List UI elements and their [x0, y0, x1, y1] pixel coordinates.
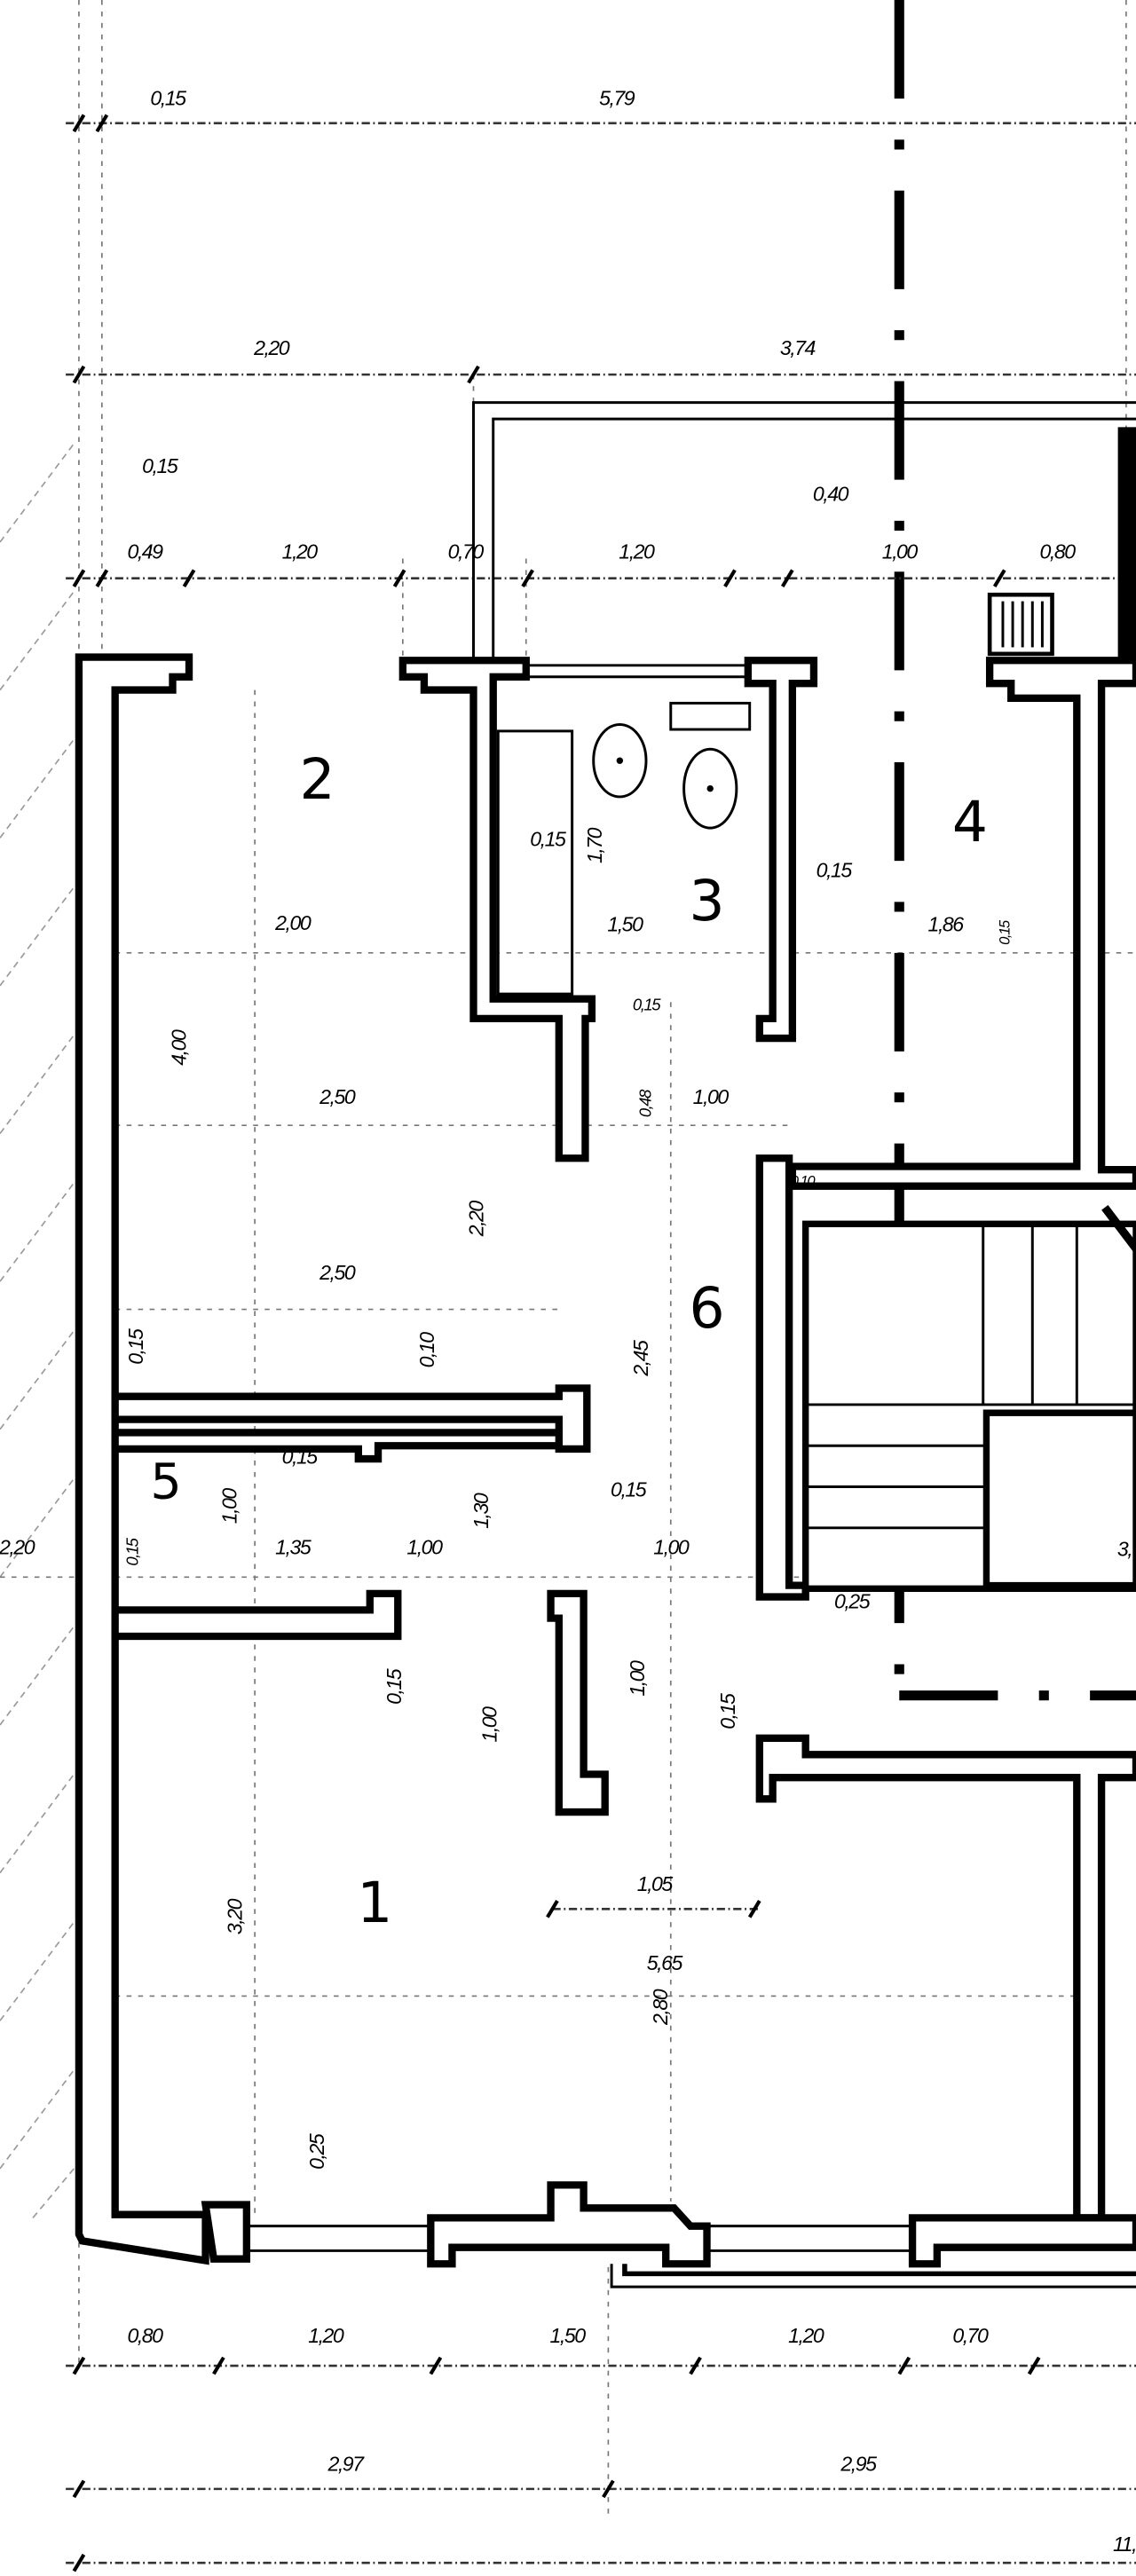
toilet-icon — [682, 747, 738, 830]
dim-label: 1,00 — [218, 1488, 241, 1524]
wall-room5-top — [111, 1429, 563, 1463]
balcony — [472, 401, 1136, 2288]
bathroom-fixtures — [496, 701, 752, 996]
dim-label: 1,00 — [882, 540, 919, 563]
dim-label: 2,80 — [649, 1989, 672, 2026]
dim-label: 2,20 — [0, 1535, 36, 1558]
dim-label: 3,20 — [223, 1898, 246, 1934]
dimension-lines — [66, 114, 1136, 2572]
dim-label: 0,15 — [142, 454, 178, 477]
wall-left-outer — [75, 653, 209, 2265]
room-label-4: 4 — [952, 790, 988, 855]
wall-corridor-partition — [547, 1589, 609, 1816]
vent-grille — [987, 427, 1136, 658]
site-hatching — [0, 443, 75, 2218]
dim-label: 0,15 — [996, 919, 1013, 945]
dim-label: 0,48 — [636, 1089, 655, 1117]
dim-label: 1,00 — [406, 1535, 443, 1558]
dim-label: 1,00 — [693, 1085, 730, 1108]
dim-label: 0,15 — [383, 1668, 406, 1705]
room-label-3: 3 — [689, 869, 724, 934]
dim-label: 0,10 — [415, 1332, 438, 1368]
dim-label: 3,74 — [780, 336, 816, 359]
top-dimension-labels: 0,15 5,79 2,20 3,74 0,15 0,40 0,49 1,20 … — [127, 86, 1077, 563]
dim-label: 2,95 — [840, 2453, 877, 2476]
dim-label: 0,15 — [816, 859, 853, 882]
wall-room5-bottom — [111, 1589, 402, 1641]
bottom-dimension-labels: 0,80 1,20 1,50 1,20 0,70 2,97 2,95 11, — [127, 2324, 1136, 2556]
wall-room3-room4 — [744, 657, 818, 1043]
dim-label: 2,50 — [319, 1261, 356, 1284]
dim-label: 2,00 — [274, 911, 312, 934]
wall-room4-outer — [788, 657, 1136, 1190]
dim-label: 1,86 — [928, 913, 965, 936]
dim-label: 1,35 — [275, 1535, 312, 1558]
wall-room2-bottom — [111, 1384, 591, 1453]
dim-label: 0,15 — [123, 1537, 142, 1565]
dim-label: 1,05 — [637, 1872, 674, 1895]
walls — [75, 653, 1136, 2268]
dim-label: 0,25 — [305, 2133, 328, 2170]
dim-label: 5,65 — [647, 1951, 683, 1974]
dim-label: 2,20 — [253, 336, 290, 359]
dim-label: 1,50 — [550, 2324, 587, 2347]
dim-label: 1,20 — [282, 540, 319, 563]
toilet-icon — [592, 722, 648, 799]
interior-dimension-labels: 0,15 1,70 1,50 2,00 0,15 1,86 0,15 0,15 … — [0, 827, 1133, 2170]
dim-label: 11, — [1113, 2533, 1136, 2556]
room-label-6: 6 — [689, 1276, 724, 1341]
wall-stair-left — [755, 1154, 809, 1601]
dim-label: 1,50 — [607, 913, 643, 936]
sink-icon — [669, 701, 752, 731]
wall-room2-room3 — [398, 657, 596, 1162]
wall-room1-bottom-2 — [427, 2181, 711, 2268]
dim-label: 0,80 — [127, 2324, 163, 2347]
dim-label: 3, — [1117, 1537, 1132, 1560]
dim-label: 1,00 — [626, 1660, 649, 1697]
dim-label: 1,00 — [653, 1535, 690, 1558]
dim-label: 0,15 — [530, 827, 566, 850]
dim-label: 1,30 — [469, 1493, 493, 1529]
dim-label: 2,45 — [629, 1340, 652, 1377]
room-label-2: 2 — [299, 747, 335, 812]
dim-label: 1,70 — [583, 827, 606, 863]
wall-room1-bottom-1 — [201, 2201, 251, 2263]
dim-label: 4,00 — [167, 1029, 190, 1066]
dim-label: 0,80 — [1040, 540, 1077, 563]
dim-label: 0,15 — [124, 1328, 147, 1365]
dim-label: 2,97 — [327, 2453, 365, 2476]
dim-label: 0,15 — [716, 1693, 739, 1729]
dim-label: 2,20 — [465, 1201, 488, 1238]
dim-label: 2,50 — [319, 1085, 356, 1108]
dim-label: 1,20 — [308, 2324, 344, 2347]
dim-label: 0,15 — [282, 1446, 319, 1469]
dim-label: 0,15 — [611, 1478, 647, 1501]
dim-label: 1,00 — [477, 1706, 501, 1743]
wall-room1-bottom-3 — [908, 2214, 1136, 2268]
dim-label: 0,40 — [813, 483, 849, 506]
dim-label: 0,15 — [150, 86, 186, 109]
room-labels: 1 2 3 4 5 6 — [150, 747, 988, 1935]
dim-label: 0,70 — [952, 2324, 989, 2347]
wall-room1-top-right — [755, 1734, 1136, 2222]
room-label-5: 5 — [150, 1453, 181, 1510]
dim-label: 1,20 — [788, 2324, 824, 2347]
dim-label: 5,79 — [599, 86, 635, 109]
dim-label: 1,20 — [619, 540, 655, 563]
room-label-1: 1 — [357, 1871, 392, 1935]
dim-label: 0,70 — [448, 540, 485, 563]
staircase — [801, 1204, 1136, 1593]
dim-label: 0,49 — [127, 540, 163, 563]
dim-label: 0,25 — [834, 1590, 871, 1613]
dim-label: 0,15 — [633, 996, 661, 1014]
dim-label: 0,10 — [791, 1173, 816, 1190]
